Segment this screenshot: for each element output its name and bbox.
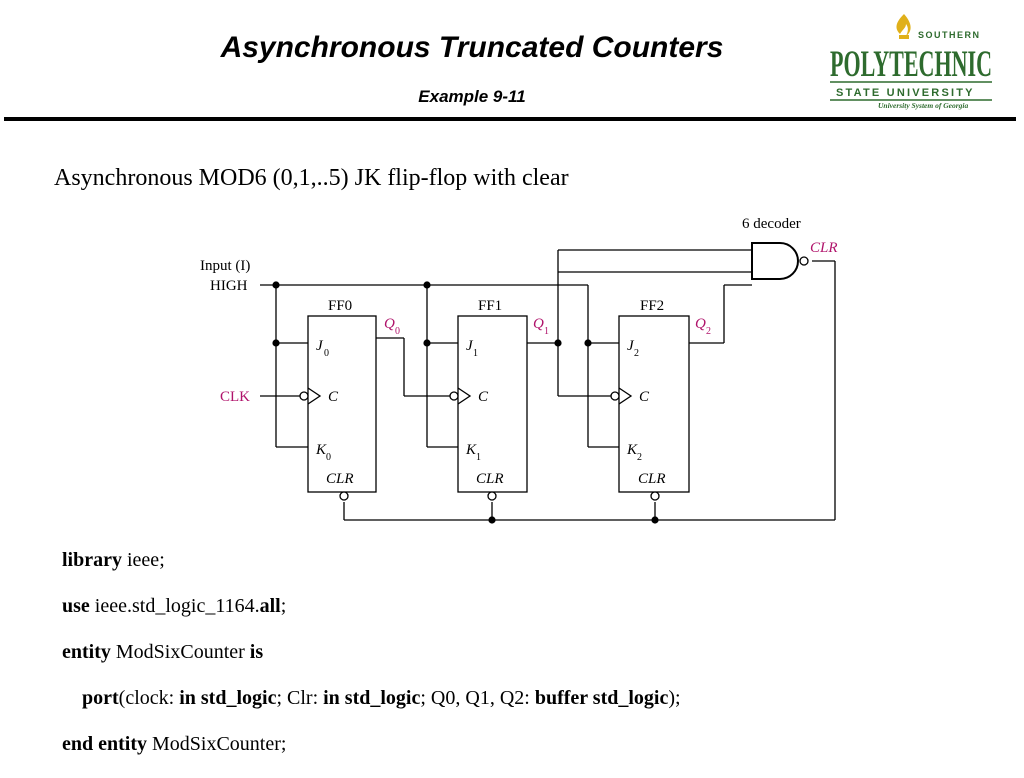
code-line-use: use ieee.std_logic_1164.all; bbox=[62, 594, 992, 618]
high-label: HIGH bbox=[210, 278, 248, 294]
ff2-q-sub: 2 bbox=[706, 326, 711, 337]
code-line-entity: entity ModSixCounter is bbox=[62, 640, 992, 664]
ff1-k-sub: 1 bbox=[476, 452, 481, 463]
torch-handle-icon bbox=[899, 35, 909, 39]
ff1-q: Q bbox=[533, 316, 544, 332]
circuit-caption: Asynchronous MOD6 (0,1,..5) JK flip-flop… bbox=[54, 165, 569, 191]
decoder-clr-label: CLR bbox=[810, 240, 838, 256]
code-keyword: port bbox=[82, 687, 119, 709]
logo-main-text: POLYTECHNIC bbox=[830, 44, 992, 85]
ff2-c: C bbox=[639, 389, 650, 405]
nand-gate-icon bbox=[751, 242, 799, 280]
ff0-c: C bbox=[328, 389, 339, 405]
code-text: (clock: bbox=[118, 687, 180, 709]
code-text: ieee; bbox=[122, 549, 165, 571]
ff0-q-sub: 0 bbox=[395, 326, 400, 337]
input-label: Input (I) bbox=[200, 258, 250, 274]
logo-top-text: SOUTHERN bbox=[918, 30, 981, 40]
code-keyword: buffer std_logic bbox=[534, 687, 669, 709]
code-keyword: use bbox=[62, 595, 90, 617]
vhdl-code-block: library ieee; use ieee.std_logic_1164.al… bbox=[62, 548, 992, 778]
code-keyword: end entity bbox=[62, 733, 147, 755]
ff0-k-sub: 0 bbox=[326, 452, 331, 463]
code-text: ); bbox=[668, 687, 681, 709]
code-text: ; bbox=[280, 595, 287, 617]
ff1-j-sub: 1 bbox=[473, 348, 478, 359]
decoder-label: 6 decoder bbox=[742, 216, 801, 232]
slide-title: Asynchronous Truncated Counters bbox=[220, 31, 724, 64]
ff1-c: C bbox=[478, 389, 489, 405]
code-text: ieee.std_logic_1164. bbox=[89, 595, 260, 617]
ff1-j: J bbox=[466, 338, 474, 354]
ff1-q-sub: 1 bbox=[544, 326, 549, 337]
code-text: ModSixCounter; bbox=[147, 733, 287, 755]
university-logo: SOUTHERN POLYTECHNIC STATE UNIVERSITY Un… bbox=[830, 14, 992, 110]
ff0-k: K bbox=[315, 442, 327, 458]
torch-flame-icon bbox=[896, 14, 911, 36]
logo-tagline: University System of Georgia bbox=[878, 101, 968, 110]
code-text: ; Clr: bbox=[276, 687, 324, 709]
ff1-clr: CLR bbox=[476, 471, 504, 487]
ff2-clr: CLR bbox=[638, 471, 666, 487]
ff0-j-sub: 0 bbox=[324, 348, 329, 359]
code-keyword: in std_logic bbox=[323, 687, 421, 709]
code-text: ; Q0, Q1, Q2: bbox=[420, 687, 535, 709]
code-text: ModSixCounter bbox=[110, 641, 250, 663]
ff0-clr: CLR bbox=[326, 471, 354, 487]
ff2-k: K bbox=[626, 442, 638, 458]
code-line-library: library ieee; bbox=[62, 548, 992, 572]
ff2-j-sub: 2 bbox=[634, 348, 639, 359]
ff2-name: FF2 bbox=[640, 298, 664, 314]
header-rule bbox=[4, 117, 1016, 121]
ff0-name: FF0 bbox=[328, 298, 352, 314]
ff2-q: Q bbox=[695, 316, 706, 332]
logo-sub-text: STATE UNIVERSITY bbox=[836, 87, 975, 99]
code-keyword: library bbox=[62, 549, 122, 571]
clk-label: CLK bbox=[220, 389, 250, 405]
ff1-name: FF1 bbox=[478, 298, 502, 314]
ff2-j: J bbox=[627, 338, 635, 354]
code-line-end-entity: end entity ModSixCounter; bbox=[62, 732, 992, 756]
mod6-circuit-diagram: 6 decoder Input (I) HIGH CLK CLR FF0 J 0… bbox=[200, 216, 838, 524]
code-keyword: entity bbox=[62, 641, 111, 663]
code-keyword: in std_logic bbox=[179, 687, 277, 709]
ff0-j: J bbox=[316, 338, 324, 354]
code-keyword: all bbox=[259, 595, 281, 617]
ff0-q: Q bbox=[384, 316, 395, 332]
code-keyword: is bbox=[249, 641, 264, 663]
slide-subtitle: Example 9-11 bbox=[418, 87, 526, 106]
code-line-port: port(clock: in std_logic; Clr: in std_lo… bbox=[62, 686, 992, 710]
ff1-k: K bbox=[465, 442, 477, 458]
ff2-k-sub: 2 bbox=[637, 452, 642, 463]
